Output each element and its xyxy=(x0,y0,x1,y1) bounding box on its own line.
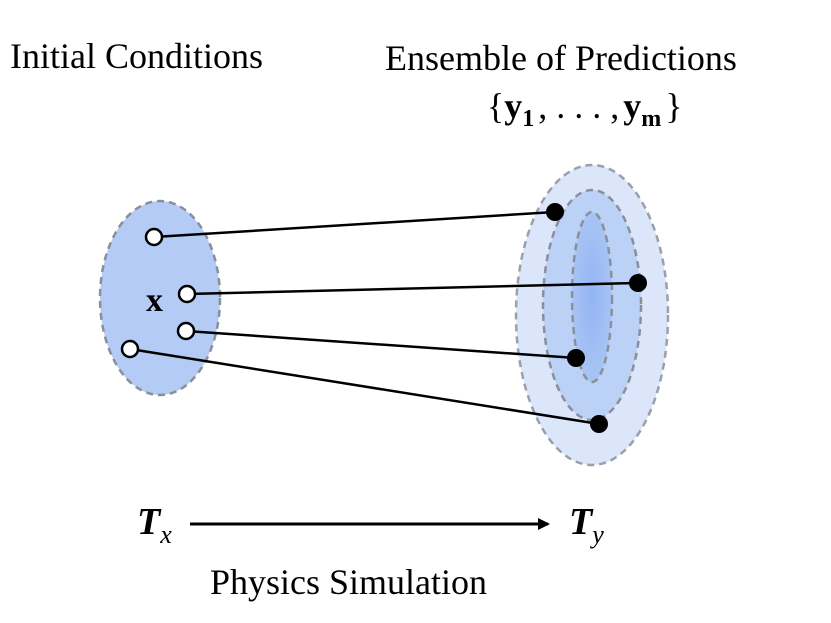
trajectory-line xyxy=(153,210,556,239)
prediction-point xyxy=(567,349,585,367)
time-end-label: Ty xyxy=(569,501,604,549)
trajectory-line xyxy=(129,347,600,426)
initial-condition-point xyxy=(120,339,140,359)
initial-condition-point xyxy=(176,321,196,341)
trajectory-line xyxy=(186,281,639,296)
prediction-point xyxy=(590,415,608,433)
initial-condition-point xyxy=(144,227,164,247)
prediction-set-label: {y1, . . . ,ym} xyxy=(487,86,683,132)
time-start-label: Tx xyxy=(137,501,172,549)
initial-conditions-title: Initial Conditions xyxy=(10,36,263,76)
prediction-point xyxy=(629,274,647,292)
input-point-label: x xyxy=(146,282,163,319)
prediction-point xyxy=(546,203,564,221)
initial-condition-point xyxy=(177,284,197,304)
trajectory-line xyxy=(185,329,577,360)
ensemble-title: Ensemble of Predictions xyxy=(385,38,737,78)
physics-simulation-caption: Physics Simulation xyxy=(210,562,487,602)
ensemble-inner-ring xyxy=(570,210,614,384)
